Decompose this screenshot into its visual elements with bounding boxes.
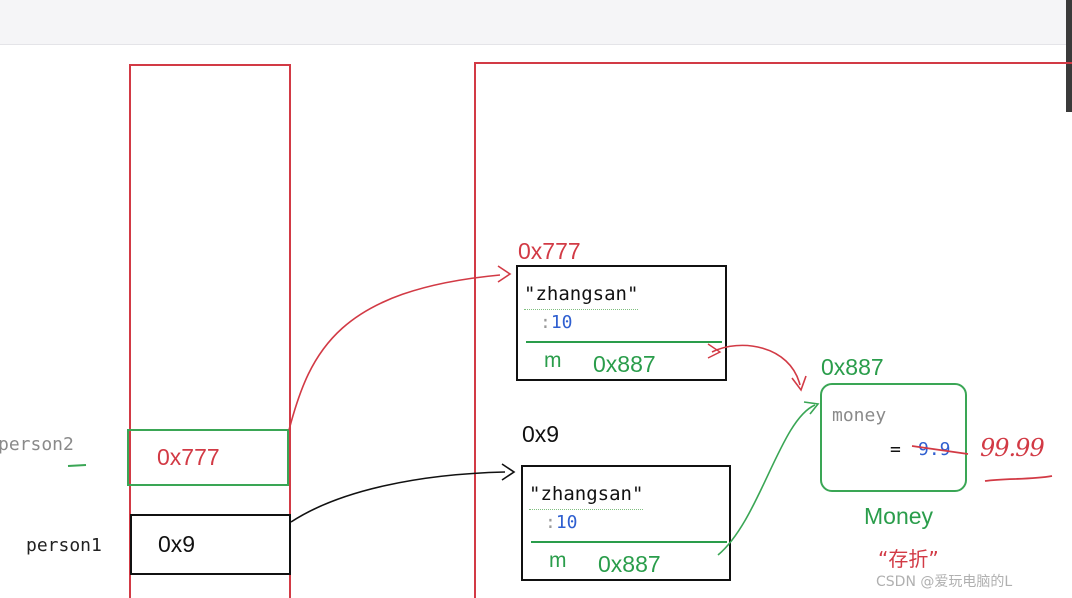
object-a-age-value: 10 <box>550 312 573 333</box>
money-class-name: Money <box>864 503 934 529</box>
object-b-m-value: 0x887 <box>598 551 661 577</box>
object-b-squiggle <box>529 506 644 510</box>
watermark: CSDN @爱玩电脑的L <box>876 574 1013 590</box>
object-b-age-value: 10 <box>555 512 578 533</box>
person2-label: person2 <box>0 434 74 455</box>
scrollbar-thumb[interactable] <box>1066 0 1072 112</box>
object-a-age: :10 <box>540 312 573 333</box>
money-field-name: money <box>832 405 887 426</box>
object-b-name: "zhangsan" <box>529 483 644 510</box>
object-a-m-value: 0x887 <box>593 351 656 377</box>
person2-value: 0x777 <box>157 444 220 470</box>
object-b-address: 0x9 <box>522 421 560 447</box>
arrow-person1-to-object-b <box>290 471 506 523</box>
money-equals: = <box>890 439 901 460</box>
money-object-address: 0x887 <box>821 354 884 380</box>
object-a-name-text: "zhangsan" <box>524 283 639 305</box>
object-a-divider <box>526 341 722 343</box>
person1-label: person1 <box>26 535 102 556</box>
object-a-name: "zhangsan" <box>524 283 639 310</box>
object-b-divider <box>531 541 727 543</box>
money-new-value: 99.99 <box>980 434 1045 462</box>
object-a-squiggle <box>524 306 639 310</box>
person1-value: 0x9 <box>158 531 196 557</box>
object-a-address: 0x777 <box>518 238 581 264</box>
object-b-field-m: m <box>549 549 567 572</box>
person1-cell: 0x9 <box>130 514 291 575</box>
object-a-age-prefix: : <box>540 312 551 333</box>
money-old-value: 9.9 <box>918 439 951 460</box>
person-object-b: "zhangsan" :10 m 0x887 <box>521 465 731 581</box>
object-a-field-m: m <box>544 349 562 372</box>
top-bar <box>0 0 1072 45</box>
person-object-a: "zhangsan" :10 m 0x887 <box>516 265 727 381</box>
arrow-person2-to-object-a <box>288 274 501 431</box>
money-object: money = 9.9 <box>820 383 967 492</box>
person2-cell: 0x777 <box>127 429 289 486</box>
person2-mark <box>67 464 87 467</box>
object-b-age: :10 <box>545 512 578 533</box>
object-b-age-prefix: : <box>545 512 556 533</box>
money-class-note: “存折” <box>878 547 939 571</box>
object-b-name-text: "zhangsan" <box>529 483 644 505</box>
